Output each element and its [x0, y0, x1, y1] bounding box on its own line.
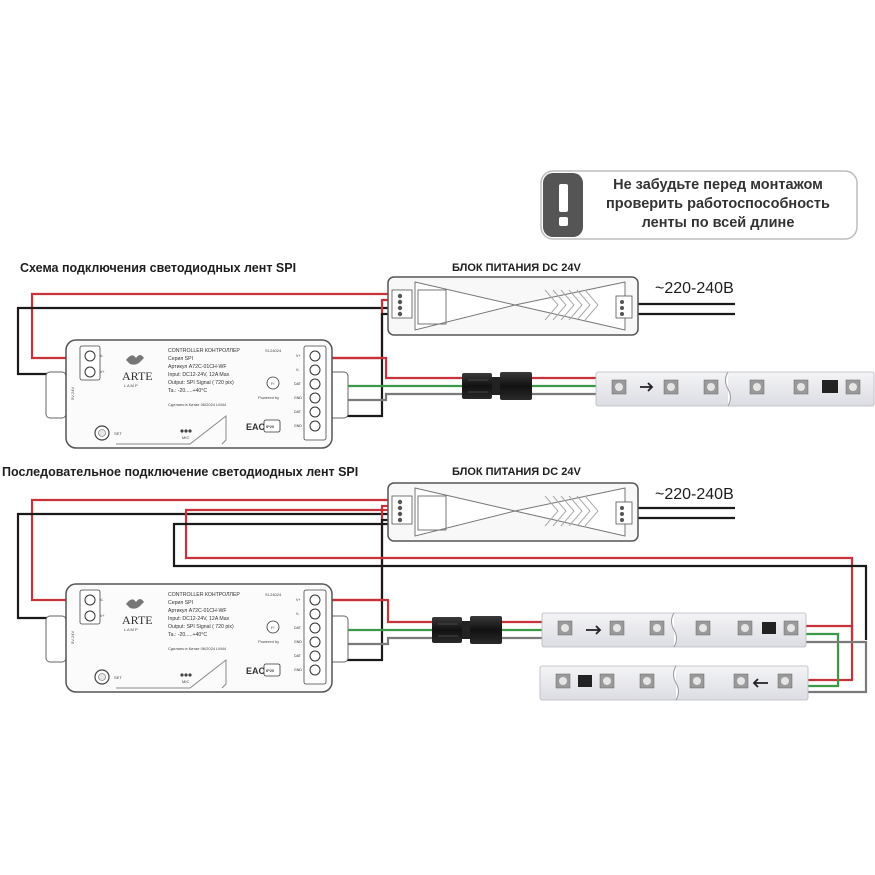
- svg-text:V+: V+: [100, 614, 105, 618]
- svg-text:GND: GND: [294, 640, 302, 644]
- arte-lamp-logo: ARTE L A M P: [122, 355, 153, 388]
- svg-text:IP20: IP20: [266, 424, 275, 429]
- jst-connector-2: [432, 616, 502, 644]
- svg-text:DAT: DAT: [294, 382, 302, 386]
- svg-text:DAT: DAT: [294, 626, 302, 630]
- svg-text:ARTE: ARTE: [122, 369, 153, 383]
- svg-text:SI-24024: SI-24024: [265, 348, 282, 353]
- svg-text:Fi: Fi: [271, 625, 274, 630]
- svg-text:GND: GND: [294, 668, 302, 672]
- controller-1: V- V+ 5V-24V ARTE L A M P CONTROLLER КОН…: [45, 339, 349, 449]
- eac-mark: EAC: [246, 666, 266, 676]
- svg-text:GND: GND: [294, 424, 302, 428]
- svg-text:Powered by: Powered by: [258, 395, 279, 400]
- svg-text:SET: SET: [114, 431, 122, 436]
- svg-text:Input: DC12-24V, 12A Max: Input: DC12-24V, 12A Max: [168, 372, 230, 378]
- svg-text:Fi: Fi: [271, 381, 274, 386]
- svg-text:SET: SET: [114, 675, 122, 680]
- note-line-2: проверить работоспособность: [606, 196, 830, 212]
- svg-text:V+: V+: [100, 370, 105, 374]
- voltage2-label: ~220-240В: [655, 486, 734, 503]
- svg-text:V-: V-: [100, 598, 104, 602]
- svg-text:5V-24V: 5V-24V: [70, 387, 75, 400]
- psu-2: [387, 482, 639, 542]
- svg-text:DAT: DAT: [294, 654, 302, 658]
- eac-mark: EAC: [246, 422, 266, 432]
- svg-text:Артикул A72C-01CH-WF: Артикул A72C-01CH-WF: [168, 608, 227, 614]
- svg-text:Ta.: -20.....+40°C: Ta.: -20.....+40°C: [168, 388, 207, 394]
- svg-text:MIC: MIC: [182, 679, 189, 684]
- psu-1: [387, 276, 639, 336]
- psu2-title: БЛОК ПИТАНИЯ DC 24V: [452, 466, 581, 478]
- svg-text:DAT: DAT: [294, 410, 302, 414]
- svg-text:IP20: IP20: [266, 668, 275, 673]
- svg-text:Артикул A72C-01CH-WF: Артикул A72C-01CH-WF: [168, 364, 227, 370]
- svg-text:MIC: MIC: [182, 435, 189, 440]
- wifi-icon: Fi: [266, 376, 280, 390]
- svg-text:V+: V+: [296, 354, 301, 358]
- svg-text:ARTE: ARTE: [122, 613, 153, 627]
- wifi-icon: Fi: [266, 620, 280, 634]
- svg-text:Сделано в Китае 06/2024 LM44: Сделано в Китае 06/2024 LM44: [168, 402, 227, 407]
- svg-text:Серия SPI: Серия SPI: [168, 356, 193, 362]
- svg-text:5V-24V: 5V-24V: [70, 631, 75, 644]
- svg-text:GND: GND: [294, 396, 302, 400]
- svg-text:V+: V+: [296, 598, 301, 602]
- led-strip-2: [541, 612, 807, 648]
- controller-2: V- V+ 5V-24V ARTE L A M P CONTROLLER КОН…: [45, 583, 349, 693]
- led-strip-3: [539, 665, 809, 701]
- jst-connector-1: [462, 372, 532, 400]
- psu1-title: БЛОК ПИТАНИЯ DC 24V: [452, 262, 581, 274]
- svg-text:L A M P: L A M P: [124, 383, 138, 388]
- arte-lamp-logo: ARTE L A M P: [122, 599, 153, 632]
- svg-text:CONTROLLER КОНТРОЛЛЕР: CONTROLLER КОНТРОЛЛЕР: [168, 348, 240, 354]
- voltage1-label: ~220-240В: [655, 280, 734, 297]
- section2-wires: [16, 498, 868, 694]
- mic-indicator: MIC: [180, 429, 192, 440]
- svg-text:Output: SPI Signal ( 720 pix): Output: SPI Signal ( 720 pix): [168, 380, 234, 386]
- svg-text:Серия SPI: Серия SPI: [168, 600, 193, 606]
- svg-text:V-: V-: [100, 354, 104, 358]
- mic-indicator: MIC: [180, 673, 192, 684]
- exclamation-icon: [543, 173, 583, 237]
- note-line-3: ленты по всей длине: [642, 215, 795, 231]
- svg-text:L A M P: L A M P: [124, 627, 138, 632]
- svg-text:Output: SPI Signal ( 720 pix): Output: SPI Signal ( 720 pix): [168, 624, 234, 630]
- note-line-1: Не забудьте перед монтажом: [613, 177, 823, 193]
- section2-title: Последовательное подключение светодиодны…: [2, 465, 358, 479]
- svg-text:Input: DC12-24V, 12A Max: Input: DC12-24V, 12A Max: [168, 616, 230, 622]
- warning-note: Не забудьте перед монтажом проверить раб…: [540, 170, 858, 240]
- svg-text:Powered by: Powered by: [258, 639, 279, 644]
- svg-text:Сделано в Китае 06/2024 LM44: Сделано в Китае 06/2024 LM44: [168, 646, 227, 651]
- led-strip-1: [595, 371, 875, 407]
- section1-title: Схема подключения светодиодных лент SPI: [20, 261, 296, 275]
- svg-text:CONTROLLER КОНТРОЛЛЕР: CONTROLLER КОНТРОЛЛЕР: [168, 592, 240, 598]
- ip20-badge: IP20: [263, 419, 281, 433]
- svg-text:Ta.: -20.....+40°C: Ta.: -20.....+40°C: [168, 632, 207, 638]
- svg-text:V-: V-: [296, 612, 300, 616]
- svg-text:V-: V-: [296, 368, 300, 372]
- svg-text:SI-24024: SI-24024: [265, 592, 282, 597]
- ip20-badge: IP20: [263, 663, 281, 677]
